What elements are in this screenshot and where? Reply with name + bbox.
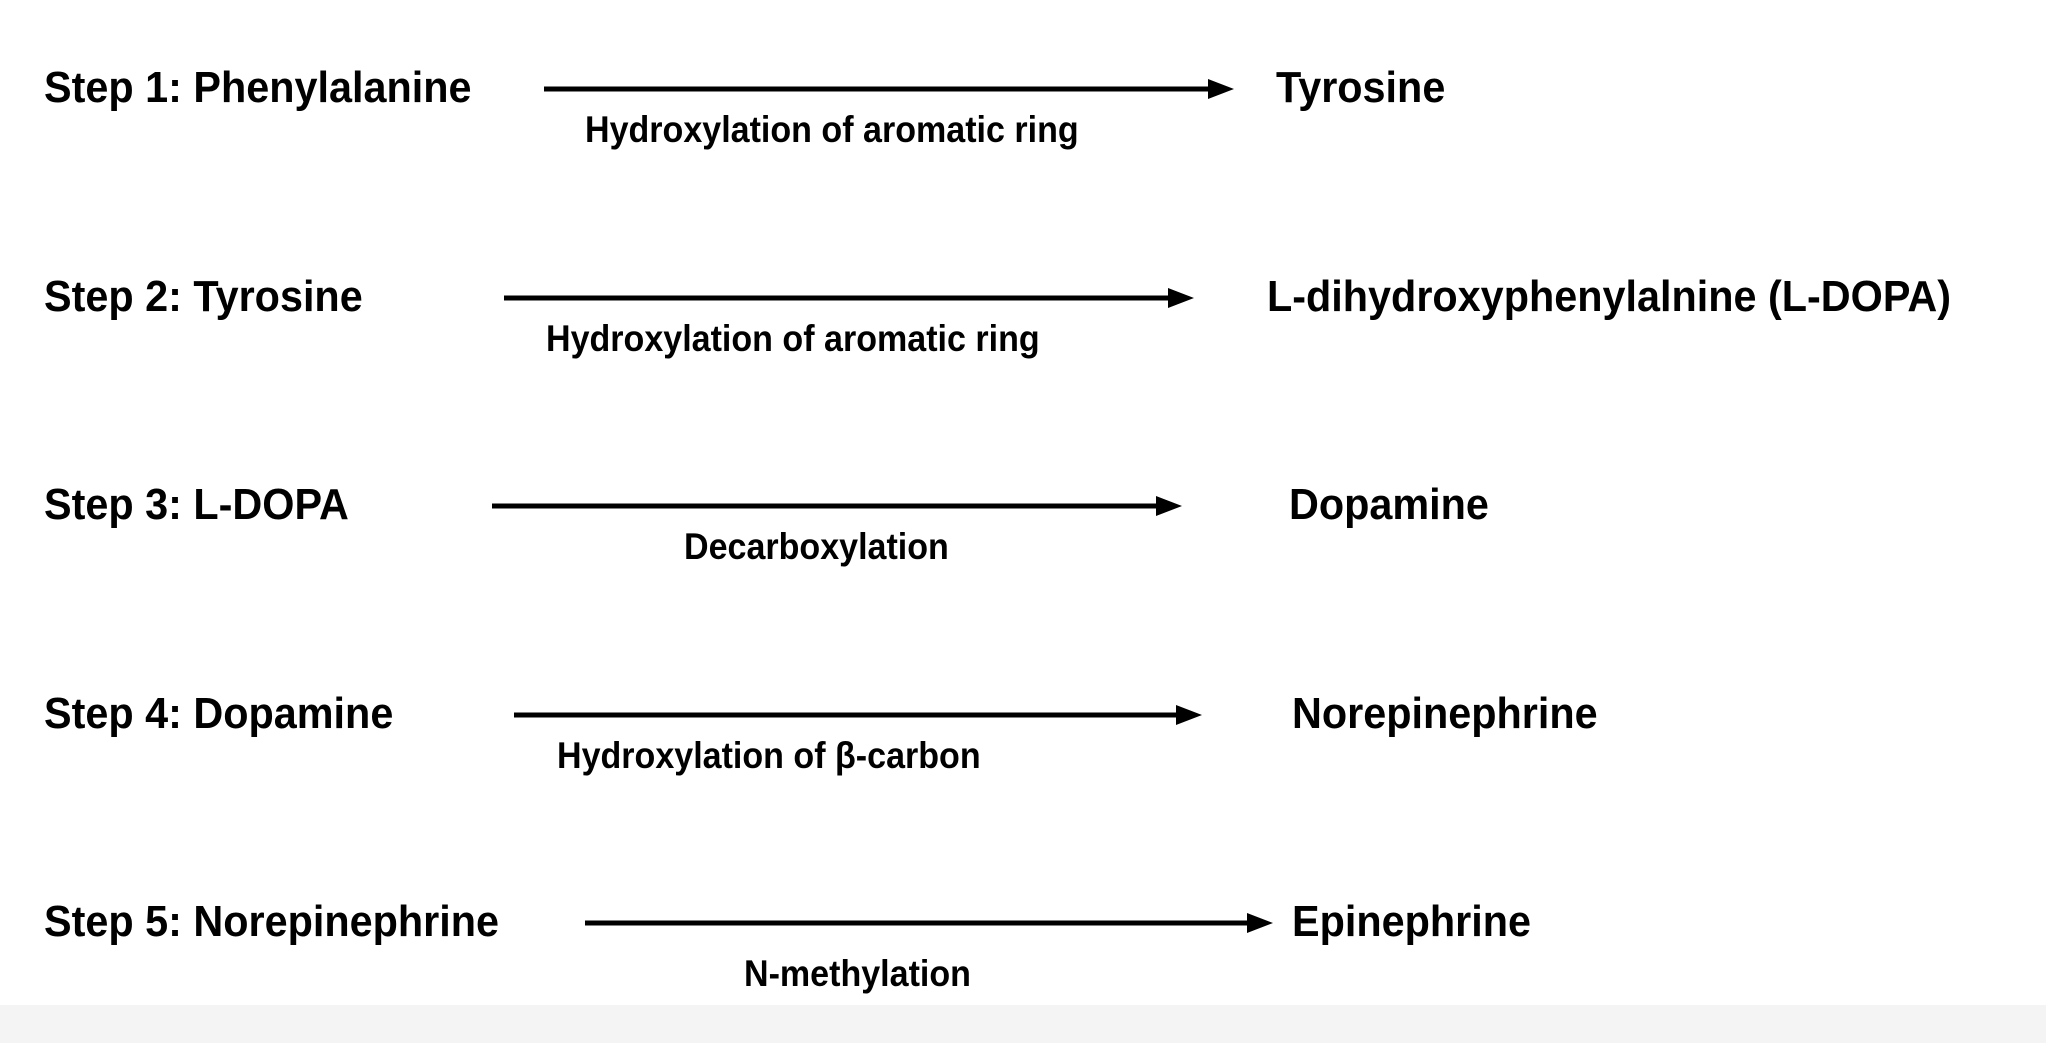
arrow-right-icon [585,913,1273,933]
arrow-right-icon [514,705,1202,725]
step-1-row: Step 1: Phenylalanine Hydroxylation of a… [0,62,2046,202]
step-2-row: Step 2: Tyrosine Hydroxylation of aromat… [0,271,2046,411]
step-3-substrate: Step 3: L-DOPA [44,480,349,529]
arrow-right-icon [504,288,1194,308]
step-3-product: Dopamine [1289,480,1489,529]
step-4-substrate: Step 4: Dopamine [44,689,394,738]
step-4-row: Step 4: Dopamine Hydroxylation of β-carb… [0,688,2046,828]
step-2-reaction: Hydroxylation of aromatic ring [546,318,1040,359]
step-3-row: Step 3: L-DOPA Decarboxylation Dopamine [0,479,2046,619]
step-2-substrate: Step 2: Tyrosine [44,272,363,321]
step-3-reaction: Decarboxylation [684,526,949,567]
step-1-reaction: Hydroxylation of aromatic ring [585,109,1079,150]
arrow-right-icon [544,79,1234,99]
step-1-substrate: Step 1: Phenylalanine [44,63,472,112]
arrow-right-icon [492,496,1182,516]
step-4-reaction: Hydroxylation of β-carbon [557,735,981,776]
step-5-substrate: Step 5: Norepinephrine [44,897,500,946]
step-5-product: Epinephrine [1292,897,1531,946]
step-5-row: Step 5: Norepinephrine N-methylation Epi… [0,896,2046,1036]
step-5-reaction: N-methylation [744,953,971,994]
bottom-band [0,1005,2046,1043]
step-1-product: Tyrosine [1276,63,1446,112]
step-2-product: L-dihydroxyphenylalnine (L-DOPA) [1267,272,1951,321]
step-4-product: Norepinephrine [1292,689,1598,738]
